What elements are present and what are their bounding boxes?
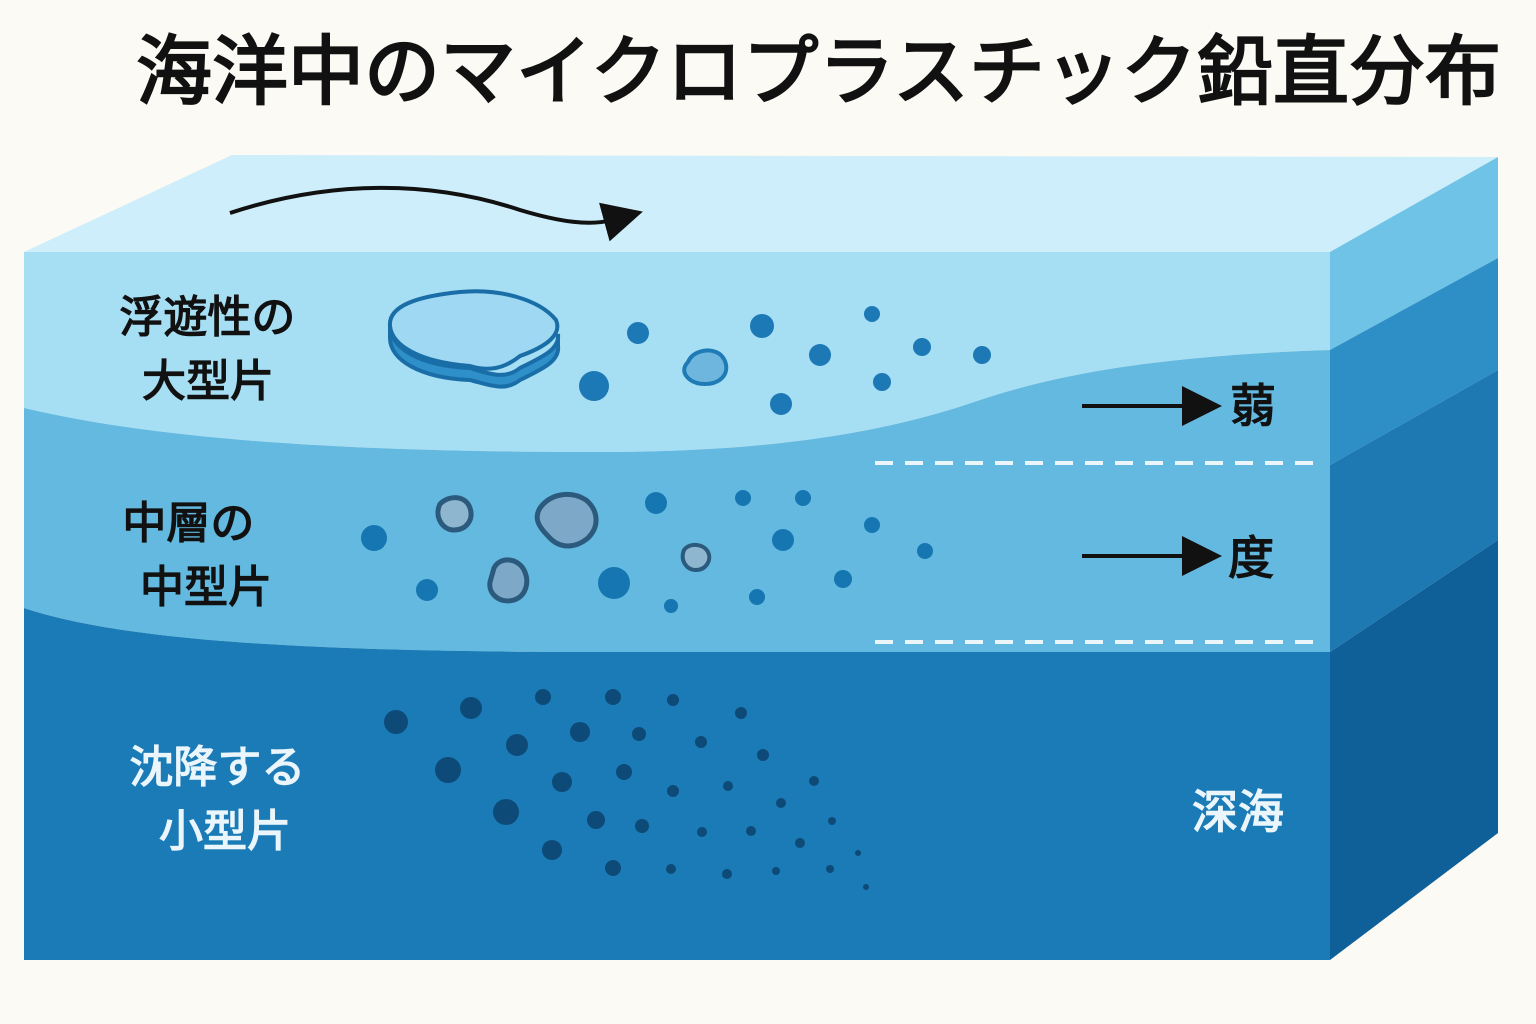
particle xyxy=(757,749,769,761)
block-top-face xyxy=(24,155,1498,252)
particle xyxy=(667,694,679,706)
particle xyxy=(506,734,528,756)
particle xyxy=(917,543,933,559)
particle xyxy=(666,864,676,874)
particle xyxy=(645,492,667,514)
side-face-middle xyxy=(1330,258,1498,465)
particle xyxy=(722,869,732,879)
particle xyxy=(435,757,461,783)
particle xyxy=(632,727,646,741)
particle xyxy=(864,306,880,322)
particle xyxy=(723,781,733,791)
particle xyxy=(635,819,649,833)
particle xyxy=(826,865,834,873)
particle xyxy=(579,371,609,401)
particle xyxy=(605,860,621,876)
particle xyxy=(772,529,794,551)
particle xyxy=(587,811,605,829)
particle xyxy=(695,736,707,748)
particle xyxy=(460,697,482,719)
surface-layer xyxy=(24,252,1330,452)
side-face-middle-lower xyxy=(1330,370,1498,652)
side-face-surface xyxy=(1330,157,1498,350)
depth-label-lower: 度 xyxy=(1228,531,1274,585)
curved-arrow-icon xyxy=(229,185,643,242)
particle xyxy=(776,798,786,808)
particle xyxy=(384,710,408,734)
particle xyxy=(667,785,679,797)
middle-label: 中層の 中型片 xyxy=(122,498,272,613)
mid-fragment-1 xyxy=(435,495,474,533)
particle xyxy=(735,490,751,506)
particle xyxy=(750,314,774,338)
particle xyxy=(834,570,852,588)
particle xyxy=(828,817,836,825)
particle xyxy=(770,393,792,415)
particle xyxy=(873,373,891,391)
page-title: 海洋中のマイクロプラスチック鉛直分布 xyxy=(136,27,1501,116)
particle xyxy=(864,517,880,533)
particle xyxy=(735,707,747,719)
side-face-deep xyxy=(1330,540,1498,960)
particle xyxy=(535,689,551,705)
small-fragment xyxy=(682,348,729,386)
mid-fragment-2 xyxy=(534,491,599,549)
deep-layer xyxy=(24,608,1330,960)
particle xyxy=(855,850,861,856)
depth-label-upper: 蒻 xyxy=(1230,379,1276,433)
particle xyxy=(809,344,831,366)
middle-layer xyxy=(24,350,1330,652)
mid-fragment-3 xyxy=(487,557,530,604)
middle-particles xyxy=(361,490,933,613)
particle xyxy=(749,589,765,605)
deep-particles xyxy=(384,689,869,890)
mid-fragment-4 xyxy=(680,543,712,573)
particle xyxy=(809,776,819,786)
particle xyxy=(605,689,621,705)
particle xyxy=(697,827,707,837)
particle xyxy=(973,346,991,364)
particle xyxy=(795,490,811,506)
particle xyxy=(493,799,519,825)
particle xyxy=(795,838,805,848)
surface-particles xyxy=(579,306,991,415)
depth-label-deep: 深海 xyxy=(1192,785,1284,839)
particle xyxy=(746,826,756,836)
particle xyxy=(570,722,590,742)
large-fragment xyxy=(387,289,561,389)
particle xyxy=(552,772,572,792)
particle xyxy=(616,764,632,780)
surface-label: 浮遊性の 大型片 xyxy=(119,292,310,407)
particle xyxy=(772,867,780,875)
particle xyxy=(361,525,387,551)
particle xyxy=(598,567,630,599)
particle xyxy=(416,579,438,601)
particle xyxy=(627,322,649,344)
deep-label: 沈降する 小型片 xyxy=(129,742,320,857)
particle xyxy=(542,840,562,860)
particle xyxy=(664,599,678,613)
particle xyxy=(863,884,869,890)
particle xyxy=(913,338,931,356)
